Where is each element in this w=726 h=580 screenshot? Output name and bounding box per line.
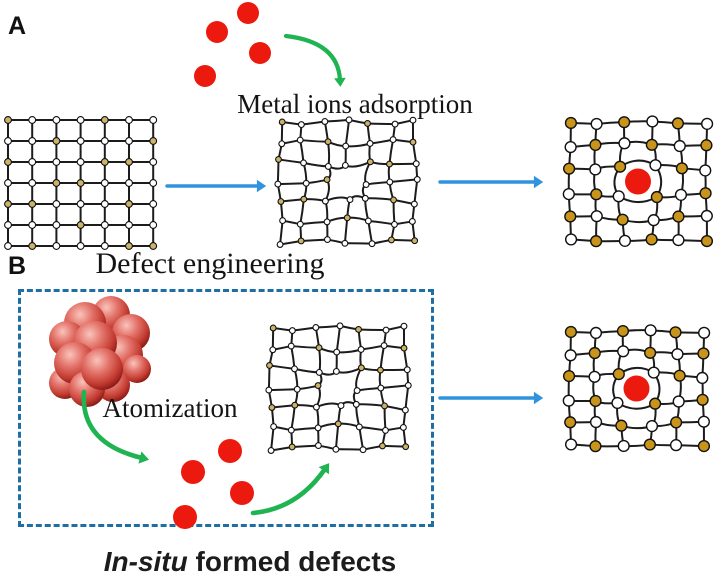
defective-lattice [265, 322, 412, 454]
metal-ion-dot [194, 65, 216, 87]
blue-arrow-icon [165, 179, 267, 193]
insitu-dashed-box [18, 289, 434, 527]
insitu-rest-part: formed defects [187, 546, 397, 577]
metal-ion-dot [237, 2, 259, 24]
green-curved-arrow-icon [250, 463, 330, 516]
anchored-atom-lattice [562, 115, 714, 248]
metal-ion-dot [206, 21, 228, 43]
green-curved-arrow-icon [81, 389, 149, 464]
defect-engineering-caption: Defect engineering [95, 247, 325, 280]
metal-ions-adsorption-caption: Metal ions adsorption [237, 89, 473, 119]
metal-ion-dot [230, 481, 254, 505]
insitu-italic-part: In-situ [103, 546, 188, 577]
anchored-atom-lattice [562, 324, 711, 453]
blue-arrow-icon [438, 175, 544, 189]
metal-ion-dot [181, 460, 205, 484]
blue-arrow-icon [438, 391, 544, 405]
atomization-caption: Atomization [102, 393, 238, 423]
metal-ion-dot [249, 42, 271, 64]
green-curved-arrow-icon [283, 33, 346, 87]
panel-b-label: B [8, 252, 27, 280]
metal-ion-dot [173, 505, 197, 529]
panel-a-label: A [8, 12, 27, 40]
metal-ion-dot [218, 439, 242, 463]
insitu-formed-defects-caption: In-situ formed defects [80, 546, 420, 578]
defective-lattice [274, 116, 421, 248]
pristine-lattice [4, 116, 158, 250]
nanoparticle-cluster [49, 296, 151, 407]
